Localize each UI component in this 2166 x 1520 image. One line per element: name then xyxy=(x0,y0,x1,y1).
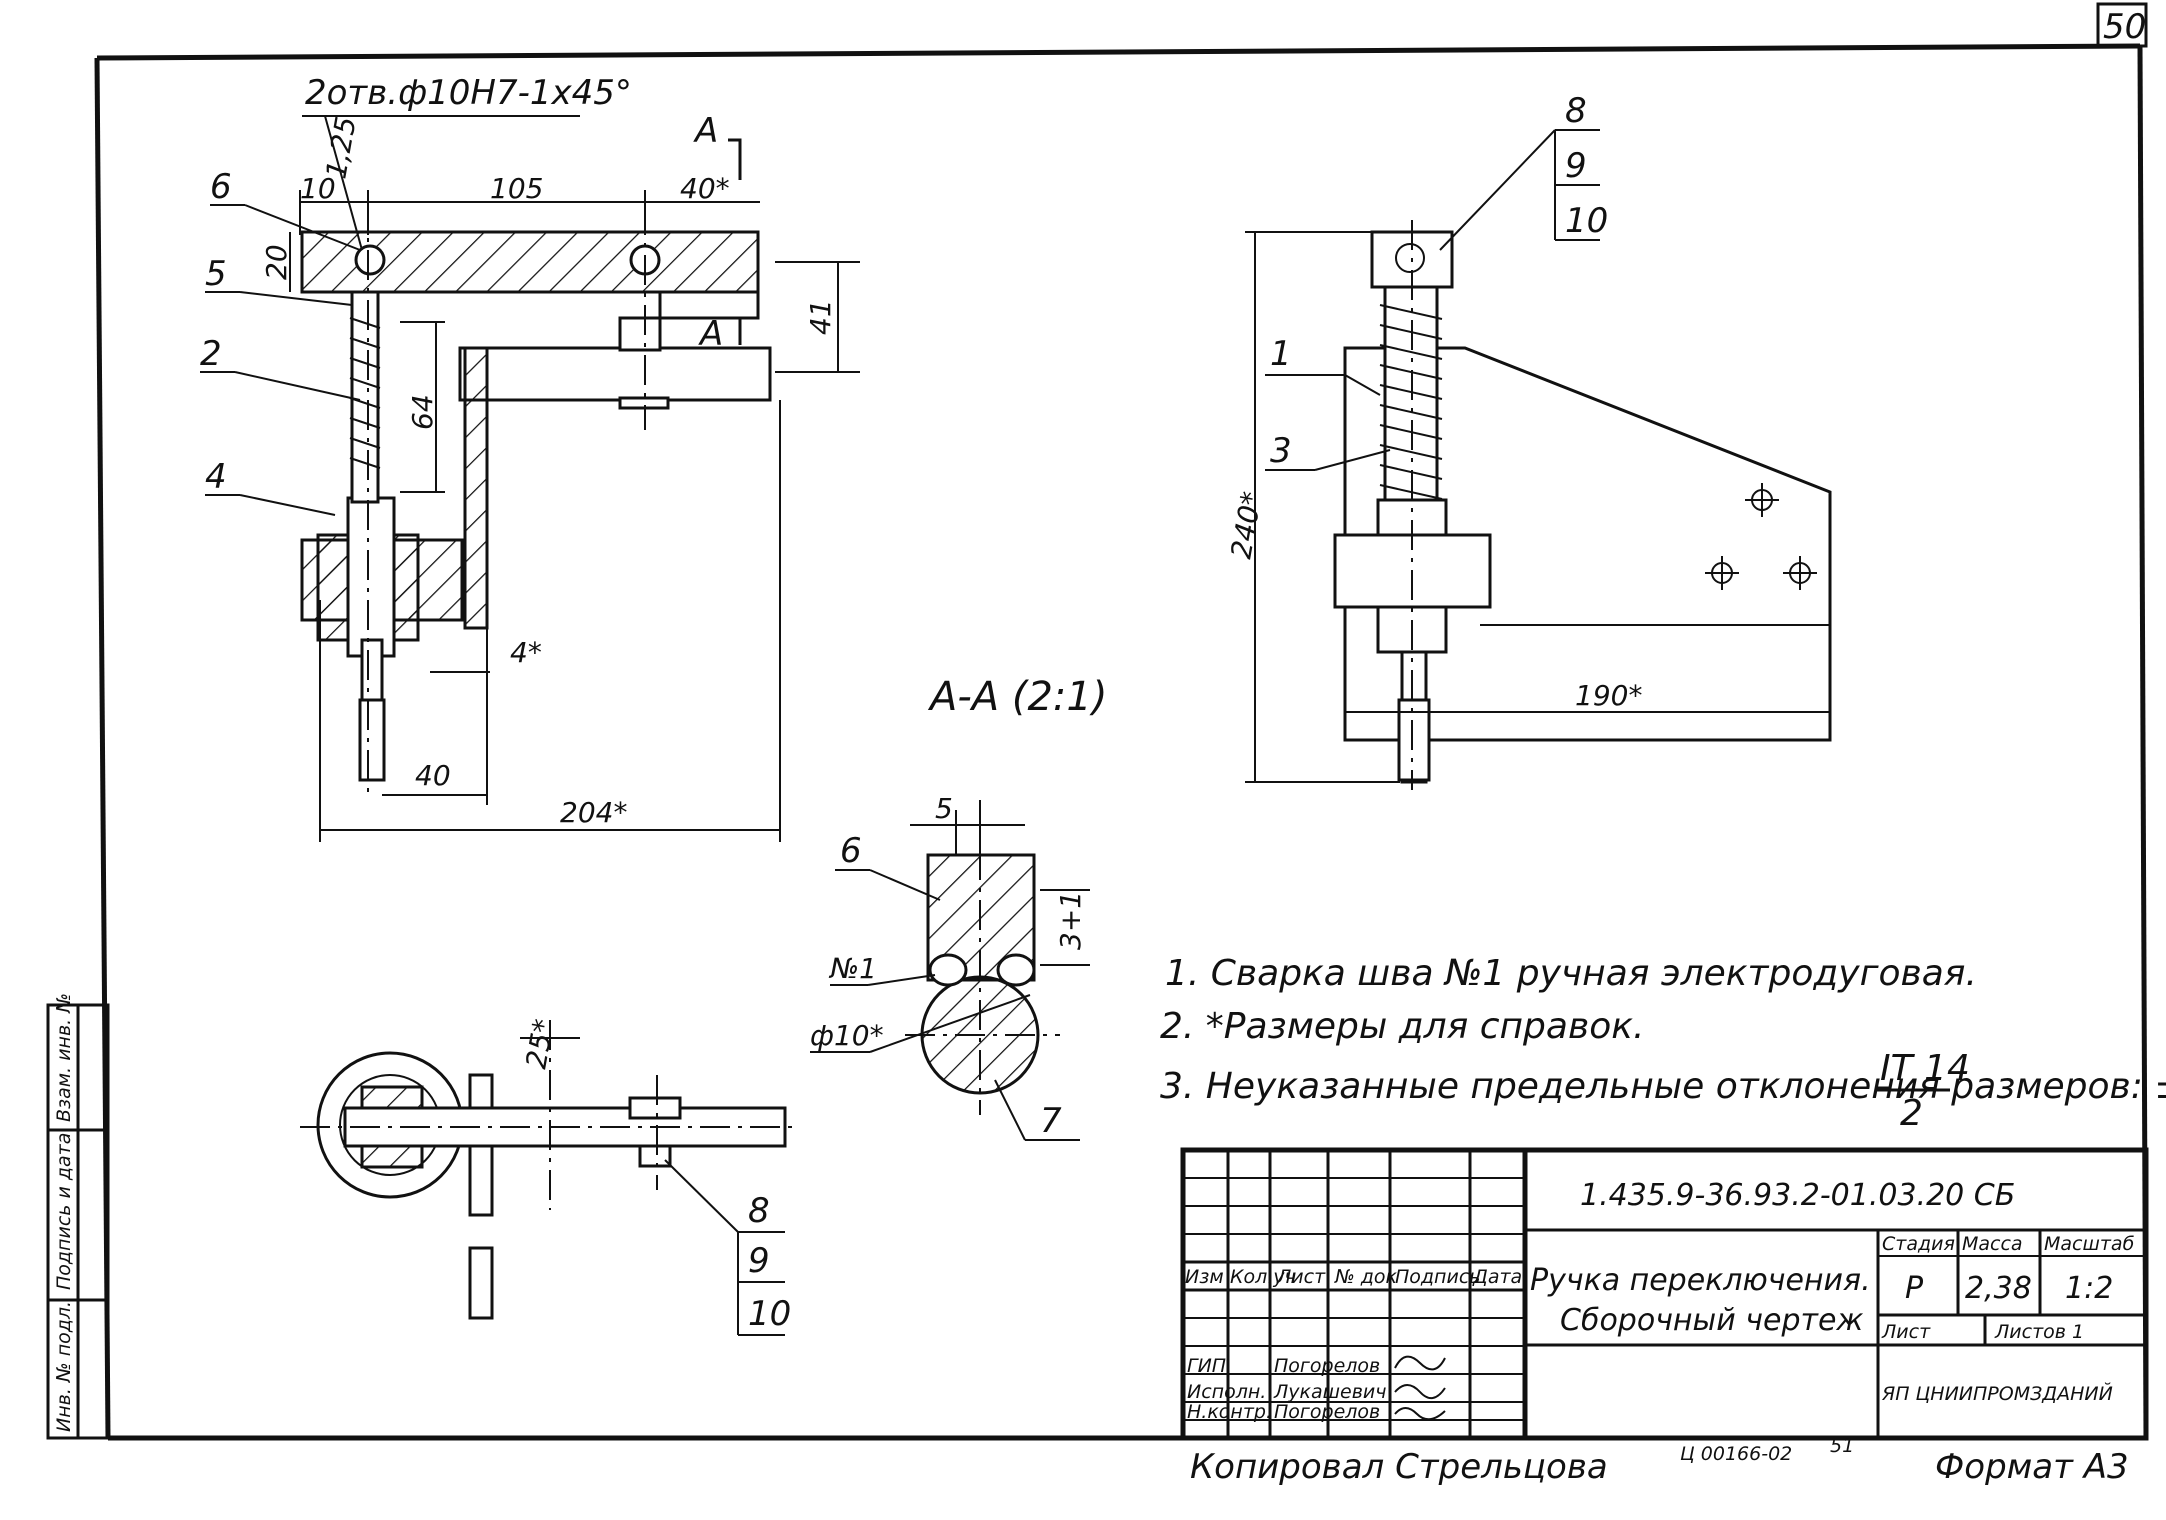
staff-role-1: ГИП xyxy=(1187,1355,1226,1377)
section-mark-top: А xyxy=(693,111,718,151)
dim-4: 4* xyxy=(510,636,542,669)
section-title: А-А (2:1) xyxy=(927,674,1107,720)
inventory-code: Ц 00166-02 xyxy=(1680,1443,1792,1465)
bottom-captions: Копировал Стрельцова Ц 00166-02 51 Форма… xyxy=(1190,1435,2129,1487)
note-2: 2. *Размеры для справок. xyxy=(1160,1006,1644,1047)
plan-dim-25: 25* xyxy=(519,1017,560,1072)
stage-value: Р xyxy=(1905,1271,1924,1306)
weld-left xyxy=(928,953,968,987)
col-list: Лист xyxy=(1276,1266,1326,1288)
sheets-label: Листов 1 xyxy=(1994,1321,2084,1343)
dim-41: 41 xyxy=(804,299,837,335)
page-number-box xyxy=(2096,2,2148,48)
part-label-1: 1 xyxy=(1270,334,1292,374)
dim-64: 64 xyxy=(406,394,439,430)
staff-name-2: Лукашевич xyxy=(1273,1381,1387,1403)
stamp-inv-number: Инв. № подл. xyxy=(53,1301,75,1432)
staff-name-3: Погорелов xyxy=(1274,1401,1380,1423)
dim-204: 204* xyxy=(560,796,627,829)
inventory-suffix: 51 xyxy=(1830,1435,1854,1457)
dim-105: 105 xyxy=(490,172,543,205)
staff-role-2: Исполн. xyxy=(1187,1381,1266,1403)
part-label-4: 4 xyxy=(205,457,227,497)
plan-callout-8: 8 xyxy=(748,1191,770,1231)
dim-40: 40* xyxy=(680,172,730,205)
dim-40b: 40 xyxy=(415,759,451,792)
dim-10: 10 xyxy=(300,172,336,205)
staff-role-3: Н.контр. xyxy=(1187,1401,1272,1423)
col-date: Дата xyxy=(1472,1266,1522,1288)
col-signature: Подпись xyxy=(1395,1266,1480,1288)
side-view: 240* 190* 1 3 8 9 10 xyxy=(1224,91,1832,790)
tolerance-denominator: 2 xyxy=(1900,1093,1923,1134)
doc-number: 1.435.9-36.93.2-01.03.20 СБ xyxy=(1580,1178,2015,1213)
front-view: А А 2отв.ф10Н7-1х45° 1,25 10 105 40* 20 … xyxy=(200,73,860,842)
side-callout-8: 8 xyxy=(1565,91,1587,131)
spring-front xyxy=(349,317,381,469)
side-callout-10: 10 xyxy=(1565,201,1608,241)
mass-label: Масса xyxy=(1962,1233,2023,1255)
mass-value: 2,38 xyxy=(1965,1271,2032,1306)
technical-notes: 1. Сварка шва №1 ручная электродуговая. … xyxy=(1160,953,2166,1134)
copied-by: Копировал Стрельцова xyxy=(1190,1447,1608,1487)
section-part-7: 7 xyxy=(1040,1101,1062,1141)
page-number: 50 xyxy=(2103,7,2146,47)
dim-20: 20 xyxy=(260,244,293,280)
hole-callout: 2отв.ф10Н7-1х45° xyxy=(305,73,632,113)
part-label-2: 2 xyxy=(200,334,222,374)
note-3: 3. Неуказанные предельные отклонения раз… xyxy=(1160,1066,2166,1107)
section-dim-3: 3+1 xyxy=(1054,891,1087,950)
part-label-3: 3 xyxy=(1270,431,1292,471)
vertical-plate xyxy=(463,346,489,630)
section-part-6: 6 xyxy=(840,831,862,871)
organization: ЯП ЦНИИПРОМЗДАНИЙ xyxy=(1881,1382,2113,1405)
note-1: 1. Сварка шва №1 ручная электродуговая. xyxy=(1165,953,1977,994)
stamp-signature-date: Подпись и дата xyxy=(53,1133,75,1290)
dim-190: 190* xyxy=(1575,679,1642,712)
section-dim-dia10: ф10* xyxy=(810,1019,884,1052)
section-aa: А-А (2:1) 5 3+1 6 №1 ф10* 7 xyxy=(810,674,1107,1141)
side-plate xyxy=(1343,346,1832,742)
hole-left xyxy=(354,244,386,276)
stage-label: Стадия xyxy=(1882,1233,1955,1255)
plan-callout-10: 10 xyxy=(748,1294,791,1334)
section-dim-5: 5 xyxy=(935,792,953,825)
weld-right xyxy=(996,953,1036,987)
weld-label: №1 xyxy=(828,952,877,985)
col-kol-uch: Кол.уч xyxy=(1230,1266,1296,1288)
scale-label: Масштаб xyxy=(2044,1233,2135,1255)
format-label: Формат А3 xyxy=(1935,1447,2129,1487)
side-stamp: Инв. № подл. Подпись и дата Взам. инв. № xyxy=(46,993,110,1440)
horizontal-arm xyxy=(458,346,772,402)
signatures xyxy=(1394,1355,1446,1421)
title-line-2: Сборочный чертеж xyxy=(1560,1303,1863,1338)
sheet-label: Лист xyxy=(1881,1321,1931,1343)
side-callout-9: 9 xyxy=(1565,146,1587,186)
tolerance-numerator: IT 14 xyxy=(1880,1048,1970,1089)
staff-name-1: Погорелов xyxy=(1274,1355,1380,1377)
title-line-1: Ручка переключения. xyxy=(1530,1263,1871,1298)
part-label-6: 6 xyxy=(210,167,232,207)
plan-callout-9: 9 xyxy=(748,1241,770,1281)
title-block: Изм Кол.уч Лист № док Подпись Дата ГИП И… xyxy=(1180,1147,2149,1441)
stamp-replaced-inv: Взам. инв. № xyxy=(53,993,75,1122)
sheet-frame: 50 xyxy=(94,2,2149,1441)
dim-240: 240* xyxy=(1224,489,1268,561)
mount-hole-marks xyxy=(1705,483,1817,590)
part-label-5: 5 xyxy=(205,254,227,294)
scale-value: 1:2 xyxy=(2065,1271,2113,1306)
shaft xyxy=(350,290,380,504)
col-doc-number: № док xyxy=(1334,1266,1398,1288)
top-bar-section xyxy=(300,230,760,294)
plan-view: 25* 8 9 10 xyxy=(300,1017,800,1336)
section-mark-bottom: А xyxy=(698,314,723,354)
col-izm: Изм xyxy=(1185,1266,1224,1288)
